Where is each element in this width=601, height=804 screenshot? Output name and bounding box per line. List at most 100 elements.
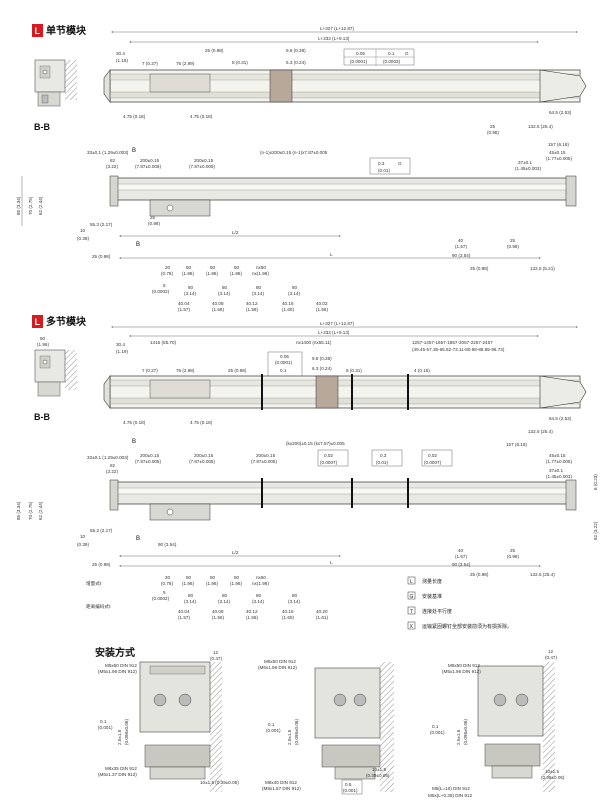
multi-half: L/2 xyxy=(232,550,239,555)
multi-d-200c: 200±0.15 xyxy=(256,453,276,458)
svg-text:(0.0001): (0.0001) xyxy=(275,360,293,365)
single-overall-length: L+327 (L+12.87) xyxy=(320,26,354,31)
svg-text:(0.78): (0.78) xyxy=(161,271,173,276)
multi-side-tolerance: 0.02 (0.0007) 0.3 (0.01) 0.02 (0.0007) xyxy=(317,449,453,467)
svg-text:80: 80 xyxy=(292,285,298,290)
multi-d-200c-in: (7.87±0.005) xyxy=(251,459,277,464)
svg-text:50: 50 xyxy=(186,575,192,580)
multi-d-85: 85 (3.34) xyxy=(16,501,21,520)
single-d-37-in: (1.45±0.003) xyxy=(515,166,541,171)
single-d-45: 45±0.15 xyxy=(549,150,566,155)
single-d-132-5: 132.5 (25.4) xyxy=(528,124,553,129)
single-pitch-total: (n-1)x200±0.15 (n-1)x7.87±0.005 xyxy=(260,150,328,155)
single-d-82: 82 xyxy=(110,158,116,163)
svg-text:(0.0002): (0.0002) xyxy=(152,289,170,294)
single-d-85: 85 (3.34) xyxy=(16,196,21,215)
svg-text:50: 50 xyxy=(210,265,216,270)
svg-text:80: 80 xyxy=(222,593,228,598)
single-d-200b-in: (7.87±0.005) xyxy=(189,164,215,169)
svg-text:nx50: nx50 xyxy=(256,575,266,580)
single-badge-text: L xyxy=(35,26,41,36)
svg-text:50: 50 xyxy=(234,575,240,580)
multi-d-n1400: nx1400 (nx55.11) xyxy=(296,340,332,345)
svg-text:(M8x1.57 DIN 912): (M8x1.57 DIN 912) xyxy=(262,786,301,791)
svg-text:(1.96): (1.96) xyxy=(206,271,218,276)
multi-d-30-4: 30.4 xyxy=(116,342,125,347)
multi-side-view: (kx200)±0.15 (kx7.87)±0.005 33±0.1 (1.29… xyxy=(16,441,598,577)
multi-d-25-right: 25 (0.98) xyxy=(470,572,489,577)
multi-marker-b-bottom: B xyxy=(136,536,140,542)
single-d-76: 76 (2.99) xyxy=(176,61,195,66)
multi-d-6-3: 6.3 (0.24) xyxy=(312,366,332,371)
multi-lengths-in: (49.45-57.36-65.62-73.11-80.98-88.85-96.… xyxy=(412,347,505,352)
svg-text:(0.001): (0.001) xyxy=(343,788,358,793)
svg-text:0.05: 0.05 xyxy=(356,51,365,56)
svg-text:50: 50 xyxy=(234,265,240,270)
svg-text:nx50: nx50 xyxy=(256,265,266,270)
multi-d-4-75a: 4.75 (0.18) xyxy=(123,420,146,425)
multi-d-10-in: (0.39) xyxy=(77,542,89,547)
single-d-157: 157 (6.18) xyxy=(548,142,569,147)
single-d-10: 10 xyxy=(80,228,86,233)
svg-text:G: G xyxy=(398,161,402,166)
svg-text:(0.39±0.05): (0.39±0.05) xyxy=(541,775,565,780)
multi-d-132-5: 132.5 (25.4) xyxy=(528,429,553,434)
single-scale-dims: 20 (0.78) 50 (1.96) 50 (1.96) 50 (1.96) … xyxy=(152,265,328,312)
mounting-title: 安装方式 xyxy=(95,646,135,659)
single-d-90: 90 (3.54) xyxy=(452,253,471,258)
single-d-1-19: (1.19) xyxy=(116,58,128,63)
multi-d-157: 157 (6.18) xyxy=(506,442,527,447)
single-d-6-3: 6.3 (0.24) xyxy=(286,60,306,65)
single-d-70: 70 (2.75) xyxy=(28,196,33,215)
svg-text:(3.14): (3.14) xyxy=(288,599,300,604)
svg-text:40.12: 40.12 xyxy=(246,609,258,614)
svg-text:0.05: 0.05 xyxy=(280,354,289,359)
single-marker-b-bottom: B xyxy=(136,242,140,248)
svg-text:(3.14): (3.14) xyxy=(288,291,300,296)
single-d-8: 8 (0.31) xyxy=(232,60,248,65)
single-length: L xyxy=(330,252,333,257)
svg-text:(M6x1.37 DIN 912): (M6x1.37 DIN 912) xyxy=(98,772,137,777)
svg-text:(0.47): (0.47) xyxy=(210,656,222,661)
svg-text:2.5±1.5: 2.5±1.5 xyxy=(117,729,122,745)
single-d-25: 25 (0.98) xyxy=(205,48,224,53)
svg-text:(0.001): (0.001) xyxy=(98,725,113,730)
multi-d-8: 8 (0.31) xyxy=(346,368,362,373)
multi-lengths: 1257-1457-1657-1857-2057-2257-2457 xyxy=(412,340,493,345)
svg-text:(3.14): (3.14) xyxy=(184,291,196,296)
svg-text:40.02: 40.02 xyxy=(316,301,328,306)
multi-cross-section: 50 (1.96) B-B xyxy=(34,336,77,422)
svg-text:0.1: 0.1 xyxy=(100,719,107,724)
multi-d-37-in: (1.45±0.003) xyxy=(546,474,572,479)
multi-marker-b-top: B xyxy=(132,439,136,445)
svg-text:40.16: 40.16 xyxy=(282,609,294,614)
single-d-37: 37±0.1 xyxy=(518,160,532,165)
multi-d-200b: 200±0.15 xyxy=(194,453,214,458)
svg-text:M5(L=10) DIN 912: M5(L=10) DIN 912 xyxy=(432,786,470,791)
svg-text:M5x(L+0.39) DIN 912: M5x(L+0.39) DIN 912 xyxy=(428,793,472,798)
svg-text:0.1: 0.1 xyxy=(280,368,287,373)
svg-text:80: 80 xyxy=(292,593,298,598)
multi-d-37: 37±0.1 xyxy=(549,468,563,473)
svg-text:0.1: 0.1 xyxy=(432,724,439,729)
svg-text:(M5x1.96 DIN 912): (M5x1.96 DIN 912) xyxy=(98,669,137,674)
svg-text:(0.098±0.06): (0.098±0.06) xyxy=(124,719,129,745)
single-section-header: L 单节模块 xyxy=(32,24,87,37)
multi-d-25c: 25 xyxy=(510,548,516,553)
svg-text:0.02: 0.02 xyxy=(324,453,333,458)
svg-text:(1.96): (1.96) xyxy=(182,581,194,586)
svg-text:80: 80 xyxy=(256,285,262,290)
legend-item: G 安装基准 xyxy=(407,591,442,600)
single-top-view: L+327 (L+12.87) L+232 (L+9.13) 30.4 (1.1… xyxy=(103,26,587,154)
svg-text:(3.14): (3.14) xyxy=(218,599,230,604)
svg-text:50: 50 xyxy=(186,265,192,270)
svg-text:(0.0007): (0.0007) xyxy=(320,460,338,465)
multi-d-82v: 82 (3.22) xyxy=(593,521,598,540)
single-d-25-s-in: (0.98) xyxy=(148,221,160,226)
svg-text:40.12: 40.12 xyxy=(246,301,258,306)
svg-text:0.1: 0.1 xyxy=(388,51,395,56)
svg-text:80: 80 xyxy=(222,285,228,290)
single-d-25b: 25 xyxy=(490,124,496,129)
svg-text:(0.0003): (0.0003) xyxy=(383,59,401,64)
